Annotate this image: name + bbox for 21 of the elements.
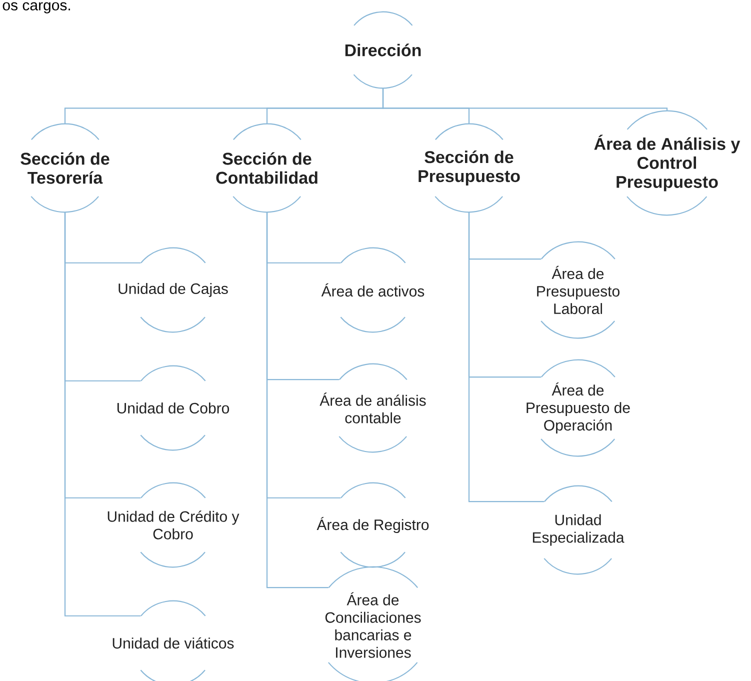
unit-node: Área de análisis contable bbox=[320, 363, 426, 453]
unit-node: Área de Conciliaciones bancarias e Inversiones bbox=[325, 566, 421, 681]
connector-line bbox=[64, 212, 141, 616]
unit-node: Unidad de Cobro bbox=[117, 365, 230, 451]
unit-node: Sección de Tesorería bbox=[20, 123, 110, 213]
unit-node: Sección de Contabilidad bbox=[216, 123, 318, 213]
unit-node: Área de Presupuesto Laboral bbox=[537, 241, 620, 339]
unit-node: Unidad de Cajas bbox=[118, 247, 228, 333]
unit-node: Área de Análisis y Control Presupuesto bbox=[594, 110, 740, 216]
connector-line bbox=[382, 88, 668, 111]
unit-node: Área de Presupuesto de Operación bbox=[526, 359, 630, 457]
unit-node: Área de Registro bbox=[316, 482, 429, 568]
unit-node: Dirección bbox=[345, 11, 421, 89]
unit-node: Unidad Especializada bbox=[532, 485, 624, 575]
connector-line bbox=[468, 212, 544, 502]
note-text: os cargos. bbox=[2, 2, 70, 14]
unit-node: Unidad de viáticos bbox=[112, 600, 234, 681]
unit-node: Área de activos bbox=[321, 247, 424, 333]
unit-node: Sección de Presupuesto bbox=[418, 123, 520, 213]
unit-node: Unidad de Crédito y Cobro bbox=[108, 482, 240, 568]
connector-line bbox=[266, 212, 328, 588]
